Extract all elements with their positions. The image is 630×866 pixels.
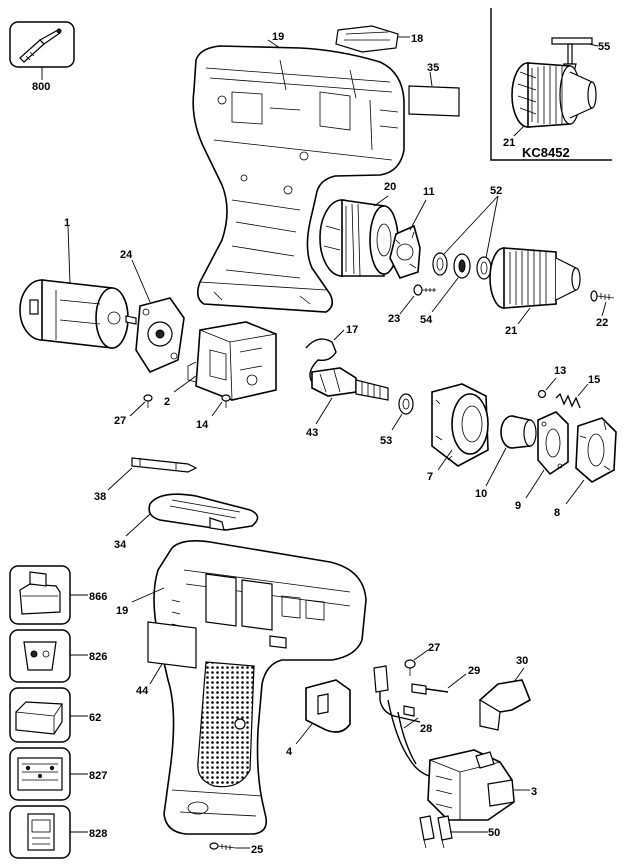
label-4: 4	[286, 746, 293, 758]
clutch-plate-8	[575, 417, 617, 483]
label-3: 3	[531, 786, 537, 798]
kit-label: KC8452	[522, 145, 570, 160]
screw-14	[221, 394, 231, 408]
part-62-charger-icon	[9, 687, 71, 743]
motor-plate-24	[135, 297, 185, 374]
label-9: 9	[515, 500, 521, 512]
label-plate-44	[147, 621, 197, 669]
label-18: 18	[411, 33, 423, 45]
washer-53	[398, 393, 414, 415]
switch-cover-18	[335, 25, 399, 53]
housing-half-19-inner	[192, 45, 405, 313]
part-828-manual-icon	[9, 805, 71, 859]
label-21-kit: 21	[503, 137, 515, 149]
screw-27-right	[404, 659, 416, 676]
label-21-chuck: 21	[505, 325, 517, 337]
keyless-chuck-21	[489, 247, 581, 309]
label-35: 35	[427, 62, 439, 74]
clutch-ring-9	[537, 411, 569, 476]
part-866-battery-icon	[9, 565, 71, 625]
label-10: 10	[475, 488, 487, 500]
label-1: 1	[64, 217, 70, 229]
part-827-decal-icon	[9, 747, 71, 801]
motor-1	[19, 279, 137, 349]
label-43: 43	[306, 427, 318, 439]
label-8: 8	[554, 507, 560, 519]
terminals-50	[419, 815, 453, 849]
label-54: 54	[420, 314, 433, 326]
label-30: 30	[516, 655, 528, 667]
label-62: 62	[89, 712, 101, 724]
ring-gear-10	[500, 415, 537, 449]
spindle-43	[311, 367, 389, 401]
housing-half-19-outer	[153, 540, 367, 835]
label-38: 38	[94, 491, 106, 503]
keyed-chuck-21	[511, 62, 597, 128]
switch-3	[427, 749, 515, 821]
gearbox-2	[187, 321, 277, 401]
label-17: 17	[346, 324, 358, 336]
label-28: 28	[420, 723, 432, 735]
label-11: 11	[423, 186, 435, 198]
switch-lever-30	[478, 679, 532, 731]
label-53: 53	[380, 435, 392, 447]
label-19-bottom: 19	[116, 605, 128, 617]
label-50: 50	[488, 827, 500, 839]
washers-52	[432, 252, 492, 280]
label-44: 44	[136, 685, 149, 697]
spring-clip-17	[305, 338, 337, 383]
label-827: 827	[89, 770, 107, 782]
label-14: 14	[196, 419, 209, 431]
label-27-right: 27	[428, 642, 440, 654]
wire-connector-29	[373, 665, 449, 723]
label-866: 866	[89, 591, 107, 603]
label-55: 55	[598, 41, 610, 53]
kit-box-kc8452	[490, 8, 612, 161]
label-29: 29	[468, 665, 480, 677]
label-826: 826	[89, 651, 107, 663]
bracket-4	[305, 679, 351, 733]
label-52: 52	[490, 185, 502, 197]
part-826-label-icon	[9, 629, 71, 683]
label-23: 23	[388, 313, 400, 325]
screw-27-left	[143, 394, 153, 408]
label-20: 20	[384, 181, 396, 193]
label-7: 7	[427, 471, 433, 483]
label-27-left: 27	[114, 415, 126, 427]
spring-15	[555, 392, 581, 409]
ball-13	[537, 389, 547, 399]
label-828: 828	[89, 828, 107, 840]
wire-28	[387, 699, 439, 779]
label-13: 13	[554, 365, 566, 377]
clutch-plate-11	[389, 224, 421, 279]
label-plate-35	[408, 85, 460, 117]
label-22: 22	[596, 317, 608, 329]
label-34: 34	[114, 539, 127, 551]
screw-22	[590, 290, 615, 302]
label-25: 25	[251, 844, 263, 856]
label-24: 24	[120, 249, 133, 261]
screw-23	[413, 284, 436, 296]
part-800-accessory-icon	[9, 21, 75, 68]
label-19-top: 19	[272, 31, 284, 43]
bit-holder-34	[148, 493, 259, 531]
gear-housing-7	[431, 383, 489, 467]
screwdriver-bit-38	[131, 457, 198, 473]
screw-25	[209, 842, 237, 850]
label-800: 800	[32, 81, 50, 93]
collar-20	[319, 199, 399, 277]
label-15: 15	[588, 374, 600, 386]
label-2: 2	[164, 396, 170, 408]
